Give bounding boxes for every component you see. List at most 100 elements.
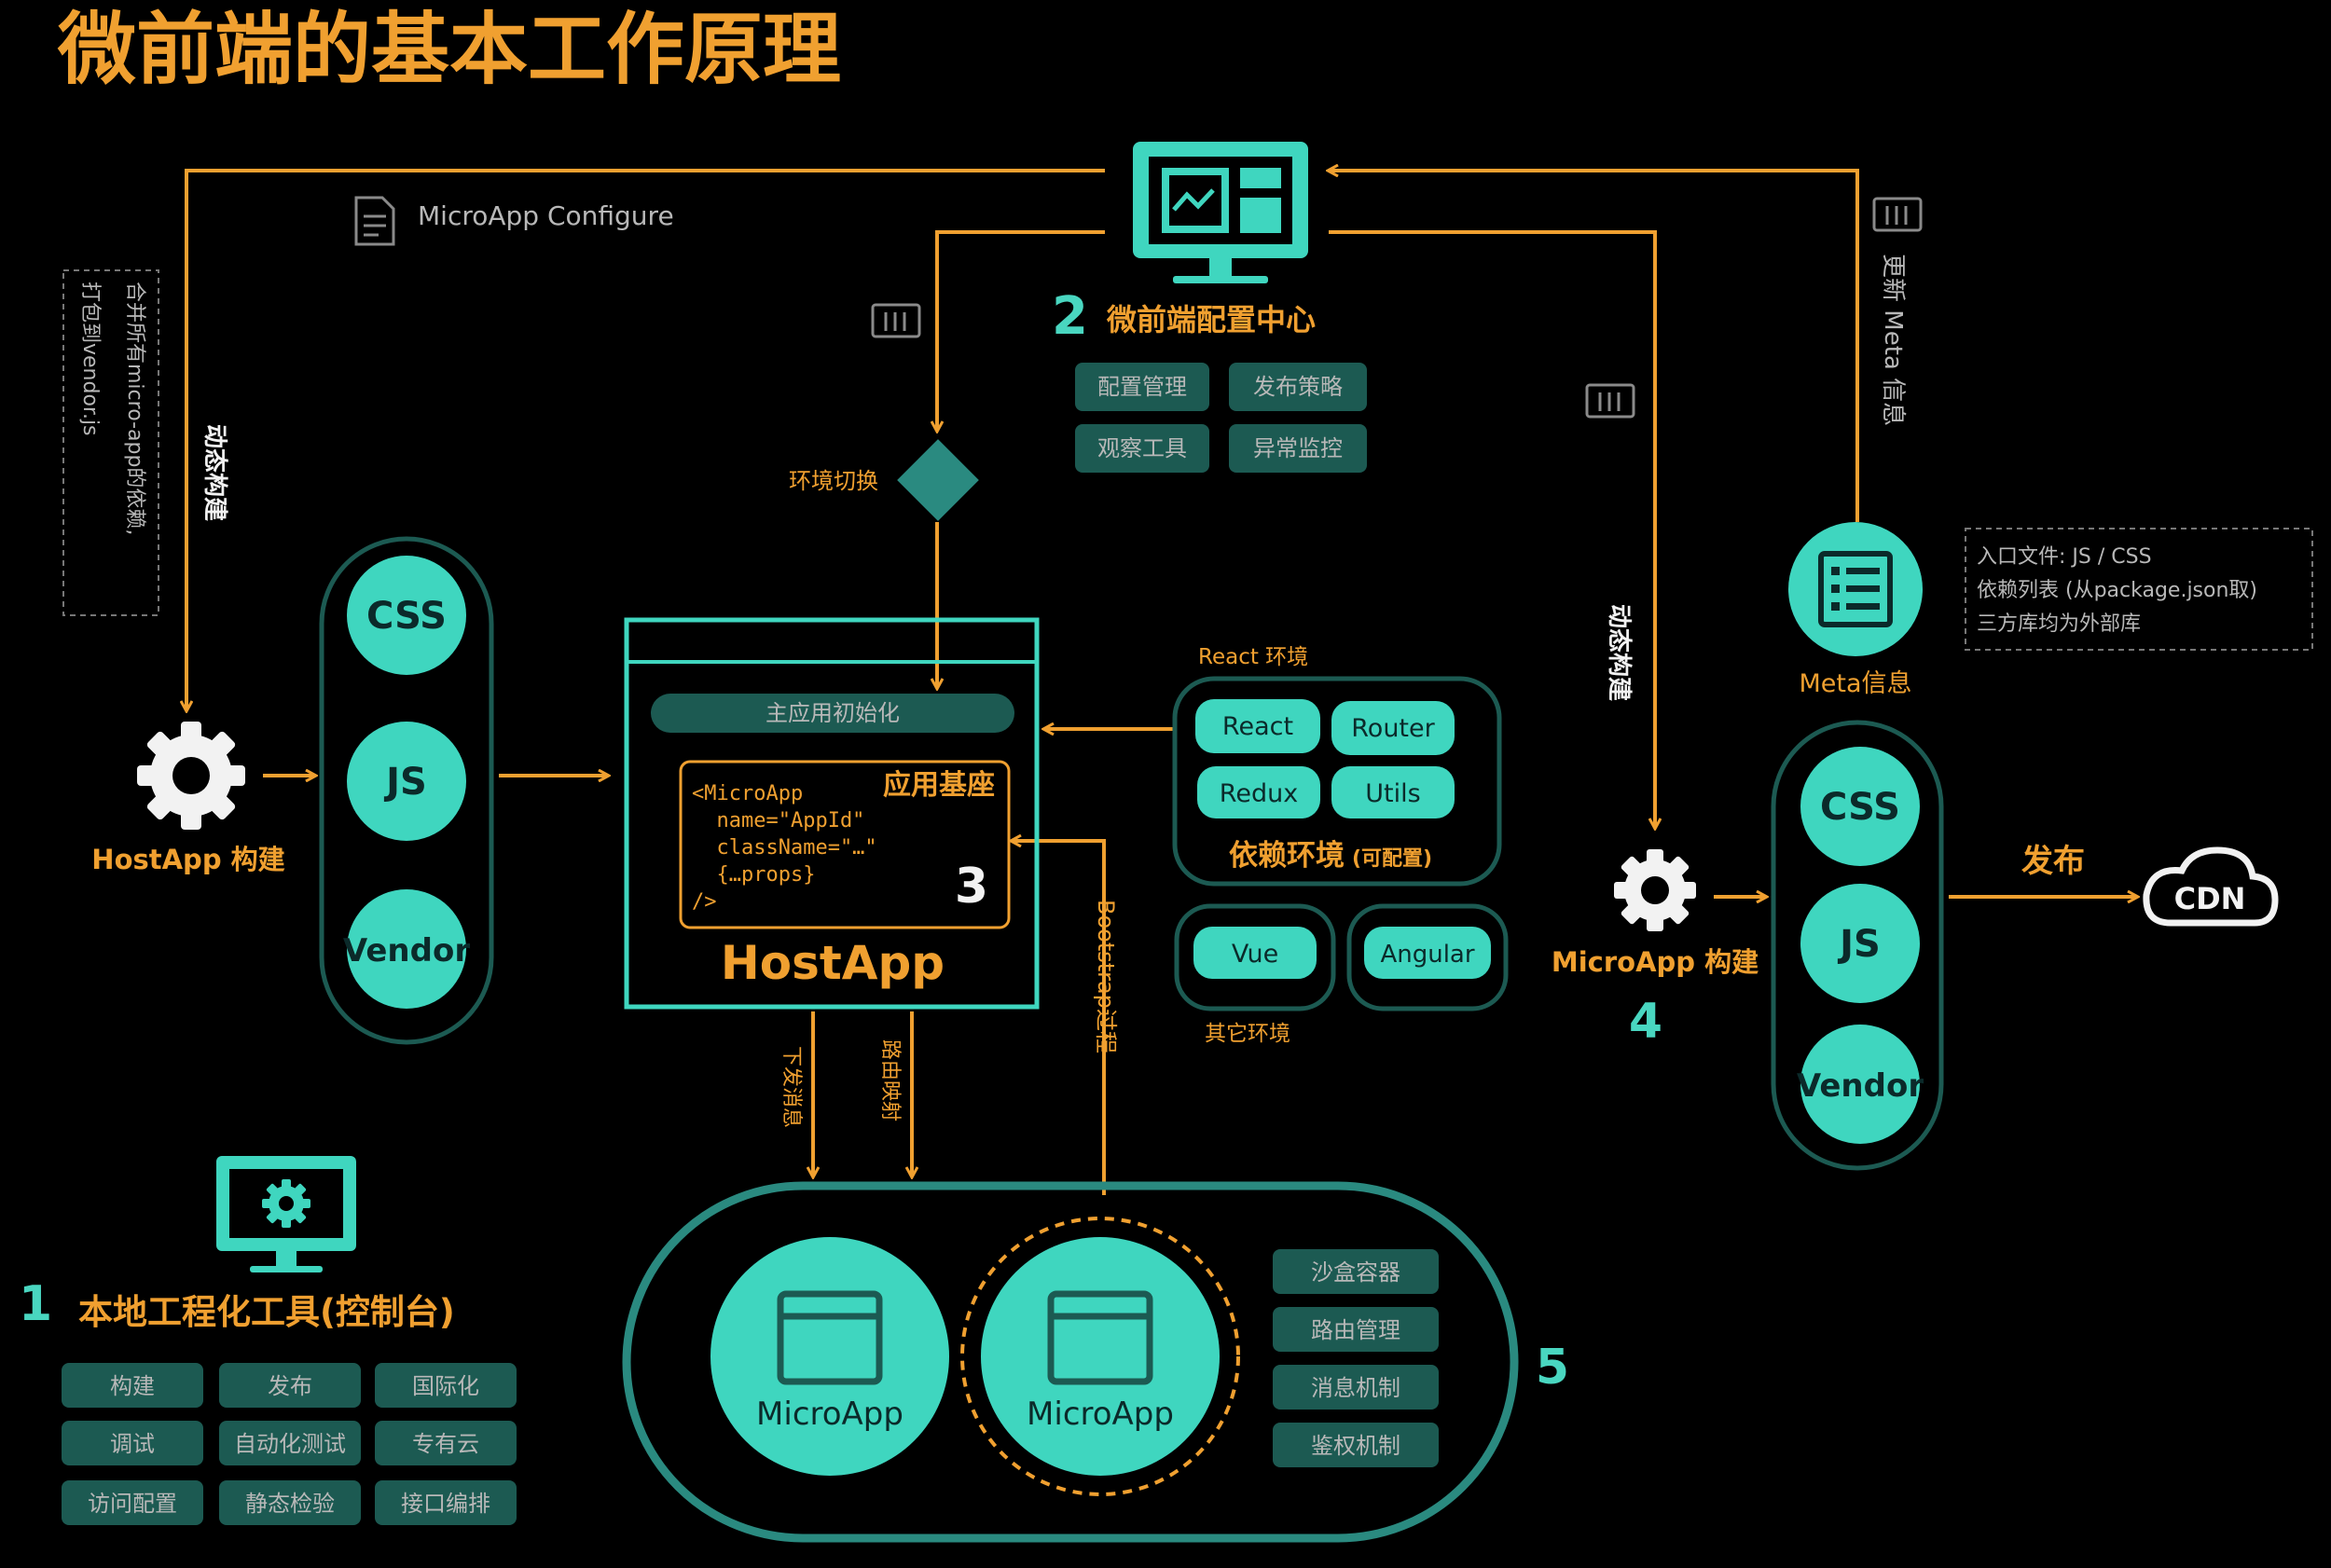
cdn-label: CDN [2174, 881, 2246, 916]
code-line-2: name="AppId" [692, 809, 864, 832]
meta-note-line3: 三方库均为外部库 [1977, 612, 2141, 636]
dynamic-build-right-label: 动态构建 [1605, 604, 1634, 701]
publish-label: 发布 [2021, 843, 2085, 880]
update-meta-label: 更新 Meta 信息 [1879, 254, 1907, 426]
arrow-bootstrap [1012, 841, 1106, 1195]
react-item-react[interactable]: React [1222, 712, 1293, 741]
config-center-buttons: 配置管理 发布策略 观察工具 异常监控 [1075, 363, 1367, 473]
right-pill-css: CSS [1820, 786, 1900, 829]
config-btn-exception-monitor[interactable]: 异常监控 [1253, 435, 1343, 461]
arrow-config-to-env-switch [937, 230, 1105, 431]
microapp-2-label: MicroApp [1027, 1396, 1174, 1433]
left-note-line1: 合并所有micro-app的依赖, [123, 282, 146, 535]
container-features: 沙盒容器 路由管理 消息机制 鉴权机制 [1273, 1249, 1439, 1467]
hostapp-code-box [679, 760, 1011, 929]
microapp-2-dashed-ring [960, 1217, 1240, 1496]
code-line-4: {…props} [692, 863, 815, 887]
angular-env-box [1346, 903, 1509, 1011]
deps-env-suffix: (可配置) [1352, 847, 1432, 871]
local-btn-i18n[interactable]: 国际化 [412, 1373, 479, 1399]
meta-note-line2: 依赖列表 (从package.json取) [1977, 579, 2257, 602]
microapp-1[interactable]: MicroApp [710, 1237, 949, 1476]
local-tool-number: 1 [19, 1276, 52, 1332]
other-env-vue[interactable]: Vue [1232, 940, 1278, 969]
local-btn-api-orchestration[interactable]: 接口编排 [401, 1491, 490, 1517]
vue-env-box [1174, 903, 1336, 1011]
hostapp-build-label: HostApp 构建 [91, 844, 284, 875]
config-center-monitor-icon [1133, 142, 1308, 283]
microapp-build-number: 4 [1629, 994, 1662, 1050]
code-line-3: className="…" [692, 836, 877, 860]
left-pill-vendor: Vendor [343, 932, 470, 970]
left-note-line2: 打包到vendor.js [78, 282, 102, 436]
code-line-5: /> [692, 890, 717, 914]
other-env-angular[interactable]: Angular [1380, 941, 1474, 969]
microapp-1-label: MicroApp [756, 1396, 903, 1433]
meta-info-label: Meta信息 [1799, 669, 1911, 698]
hostapp-base-label: 应用基座 [883, 769, 995, 802]
feature-sandbox[interactable]: 沙盒容器 [1311, 1259, 1400, 1286]
window-icon [777, 1290, 883, 1385]
env-switch-diamond[interactable] [897, 439, 979, 521]
react-env-label: React 环境 [1198, 645, 1308, 669]
microapp-build-gear-icon [1614, 849, 1696, 931]
doc-icon-middle [871, 303, 921, 338]
deps-env-title: 依赖环境 [1229, 839, 1345, 873]
config-center-title: 微前端配置中心 [1106, 302, 1316, 337]
local-btn-autotest[interactable]: 自动化测试 [234, 1431, 346, 1457]
local-btn-build[interactable]: 构建 [110, 1373, 155, 1399]
deps-env-box [1172, 676, 1502, 887]
left-asset-pill [319, 536, 494, 1045]
env-switch-label: 环境切换 [789, 468, 878, 494]
microapp-configure-label: MicroApp Configure [418, 200, 674, 231]
doc-icon-right [1585, 383, 1635, 419]
other-env-label: 其它环境 [1205, 1022, 1290, 1046]
left-dashed-note-box [62, 269, 159, 616]
window-icon [1047, 1290, 1153, 1385]
page-title: 微前端的基本工作原理 [57, 4, 841, 95]
local-btn-private-cloud[interactable]: 专有云 [412, 1431, 479, 1457]
local-btn-static-check[interactable]: 静态检验 [245, 1491, 335, 1517]
local-btn-debug[interactable]: 调试 [110, 1431, 155, 1457]
hostapp-number: 3 [955, 859, 988, 915]
code-line-1: <MicroApp [692, 782, 803, 805]
dynamic-build-left-label: 动态构建 [200, 424, 229, 521]
hostapp-name: HostApp [721, 936, 945, 990]
route-map-label: 路由映射 [878, 1039, 902, 1121]
cdn-cloud-icon[interactable] [2143, 846, 2279, 927]
left-pill-css: CSS [366, 595, 447, 638]
local-tool-title: 本地工程化工具(控制台) [78, 1292, 455, 1332]
arrow-config-to-hostapp-build [186, 169, 1105, 710]
meta-note-box [1965, 528, 2313, 651]
left-pill-js: JS [383, 761, 427, 804]
hostapp-box [624, 617, 1040, 1010]
local-tool-monitor-icon [216, 1156, 356, 1272]
arrow-config-to-microapp-build [1329, 230, 1655, 828]
config-btn-config-manage[interactable]: 配置管理 [1097, 374, 1187, 400]
arrow-meta-to-config [1329, 171, 1859, 522]
feature-auth[interactable]: 鉴权机制 [1311, 1433, 1400, 1459]
hostapp-init-bar[interactable] [651, 694, 1014, 733]
config-document-icon [354, 196, 395, 246]
hostapp-build-gear-icon [137, 722, 245, 830]
feature-message[interactable]: 消息机制 [1311, 1375, 1400, 1401]
react-item-router[interactable]: Router [1351, 714, 1435, 743]
doc-icon-top-right [1872, 197, 1923, 232]
react-item-redux[interactable]: Redux [1220, 779, 1298, 808]
dispatch-msg-label: 下发消息 [779, 1046, 803, 1128]
feature-route-manage[interactable]: 路由管理 [1311, 1317, 1400, 1343]
meta-note-line1: 入口文件: JS / CSS [1977, 545, 2152, 569]
bootstrap-label: Bootstrap过程 [1093, 900, 1119, 1053]
config-btn-observe-tools[interactable]: 观察工具 [1097, 435, 1187, 461]
microapp-build-label: MicroApp 构建 [1552, 946, 1759, 978]
deps-env-label: 依赖环境 (可配置) [1229, 839, 1432, 873]
meta-info-icon[interactable] [1788, 522, 1923, 656]
microapp-container [622, 1181, 1519, 1543]
react-item-utils[interactable]: Utils [1365, 779, 1420, 808]
local-btn-access-config[interactable]: 访问配置 [88, 1491, 177, 1517]
local-btn-publish[interactable]: 发布 [268, 1373, 312, 1399]
connectors [186, 171, 2137, 1195]
config-btn-release-strategy[interactable]: 发布策略 [1253, 374, 1343, 400]
microapp-2[interactable]: MicroApp [981, 1237, 1220, 1476]
